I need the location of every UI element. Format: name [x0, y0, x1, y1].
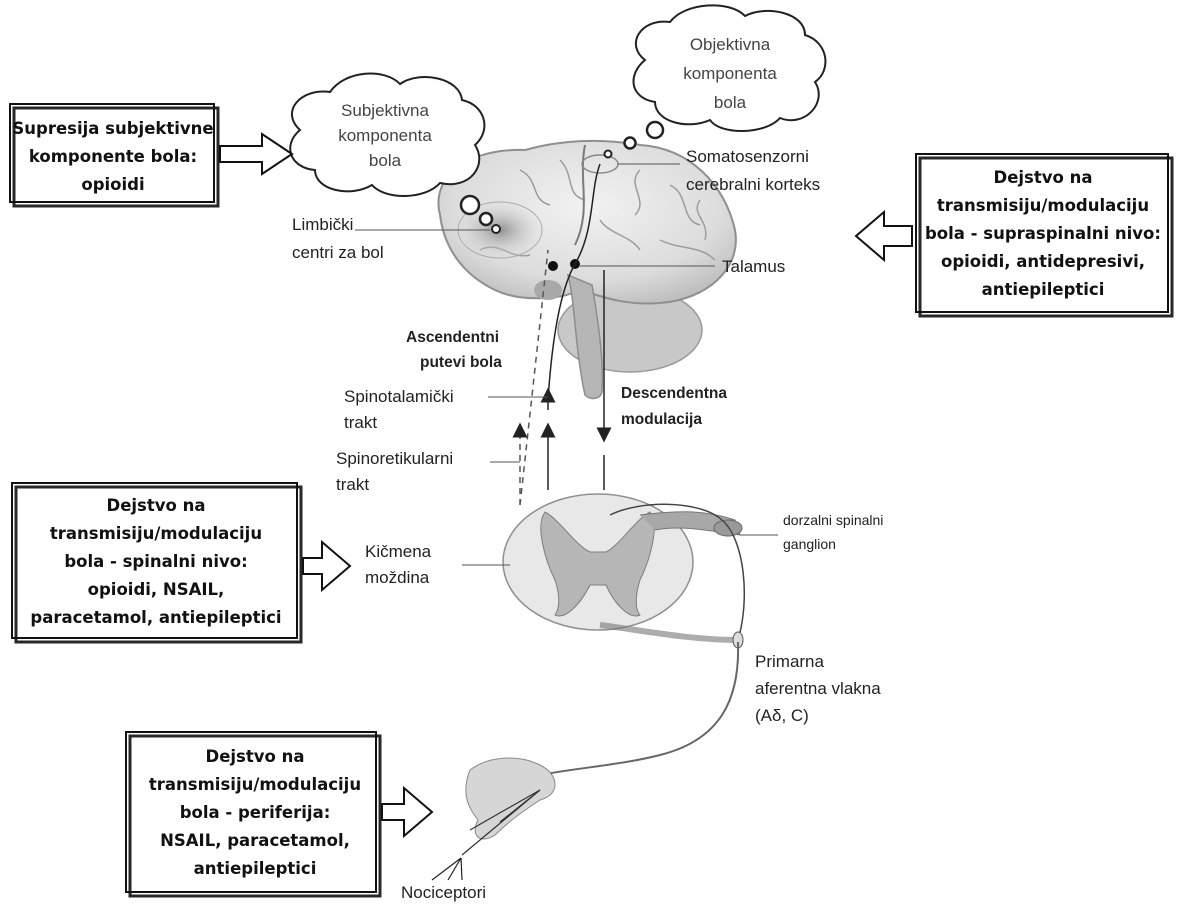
peripheral-box-line-1: Dejstvo na [206, 747, 305, 766]
peripheral-tissue [432, 758, 555, 880]
spinal-box-line-1: Dejstvo na [107, 496, 206, 515]
ascending-label-line-1: Ascendentni [406, 329, 499, 346]
spinal-box: Dejstvo na transmisiju/modulaciju bola -… [12, 483, 301, 642]
subjective-box-arrow [220, 134, 292, 174]
ganglion-label-line-2: ganglion [783, 536, 836, 552]
spinal-box-arrow [303, 542, 350, 590]
objective-cloud-line-1: Objektivna [690, 35, 771, 54]
limbic-label-line-1: Limbički [292, 215, 353, 234]
supraspinal-box: Dejstvo na transmisiju/modulaciju bola -… [916, 154, 1172, 316]
spinothalamic-label-line-2: trakt [344, 413, 377, 432]
afferent-label-line-2: aferentna vlakna [755, 679, 881, 698]
nociceptors-label: Nociceptori [401, 883, 486, 902]
spinal-box-line-3: bola - spinalni nivo: [64, 552, 247, 571]
somatosensory-label-line-2: cerebralni korteks [686, 175, 820, 194]
subjective-cloud-line-3: bola [369, 151, 402, 170]
somatosensory-label-line-1: Somatosenzorni [686, 147, 809, 166]
supraspinal-box-line-2: transmisiju/modulaciju [937, 196, 1149, 215]
afferent-label-line-1: Primarna [755, 652, 825, 671]
objective-cloud-line-2: komponenta [683, 64, 777, 83]
spinal-box-line-5: paracetamol, antiepileptici [30, 608, 281, 627]
supraspinal-box-arrow [856, 212, 912, 260]
spinothalamic-label-line-1: Spinotalamički [344, 387, 454, 406]
subjective-box-line-1: Supresija subjektivne [12, 119, 213, 138]
spinoreticular-label-line-1: Spinoretikularni [336, 449, 453, 468]
subjective-box-line-2: komponente bola: [29, 147, 197, 166]
spinal-box-line-2: transmisiju/modulaciju [50, 524, 262, 543]
ascending-label-line-2: putevi bola [420, 354, 502, 371]
peripheral-box-line-2: transmisiju/modulaciju [149, 775, 361, 794]
spinal-box-line-4: opioidi, NSAIL, [88, 580, 225, 599]
thalamus-label: Talamus [722, 257, 785, 276]
subjective-cloud-line-1: Subjektivna [341, 101, 429, 120]
objective-cloud-line-3: bola [714, 93, 747, 112]
peripheral-box: Dejstvo na transmisiju/modulaciju bola -… [126, 732, 380, 896]
peripheral-box-arrow [382, 788, 432, 836]
thalamus-dot-left [548, 261, 558, 271]
spinal-cord-label-line-1: Kičmena [365, 542, 432, 561]
subjective-cloud-line-2: komponenta [338, 126, 432, 145]
limbic-label-line-2: centri za bol [292, 243, 384, 262]
supraspinal-box-line-3: bola - supraspinalni nivo: [925, 224, 1161, 243]
afferent-label-line-3: (Aδ, C) [755, 706, 809, 725]
descending-label-line-1: Descendentna [621, 385, 727, 402]
subjective-suppression-box: Supresija subjektivne komponente bola: o… [10, 104, 218, 206]
peripheral-box-line-3: bola - periferija: [180, 803, 331, 822]
supraspinal-box-line-4: opioidi, antidepresivi, [941, 252, 1145, 271]
supraspinal-box-line-1: Dejstvo na [994, 168, 1093, 187]
subjective-box-line-3: opioidi [81, 175, 144, 194]
descending-label-line-2: modulacija [621, 411, 702, 428]
supraspinal-box-line-5: antiepileptici [982, 280, 1105, 299]
spinal-cord-label-line-2: moždina [365, 568, 430, 587]
objective-cloud: Objektivna komponenta bola [605, 5, 826, 157]
ganglion-label-line-1: dorzalni spinalni [783, 512, 883, 528]
subjective-cloud: Subjektivna komponenta bola [290, 74, 500, 233]
peripheral-box-line-4: NSAIL, paracetamol, [160, 831, 350, 850]
peripheral-box-line-5: antiepileptici [194, 859, 317, 878]
spinoreticular-label-line-2: trakt [336, 475, 369, 494]
spinal-cord-illustration [503, 494, 744, 648]
